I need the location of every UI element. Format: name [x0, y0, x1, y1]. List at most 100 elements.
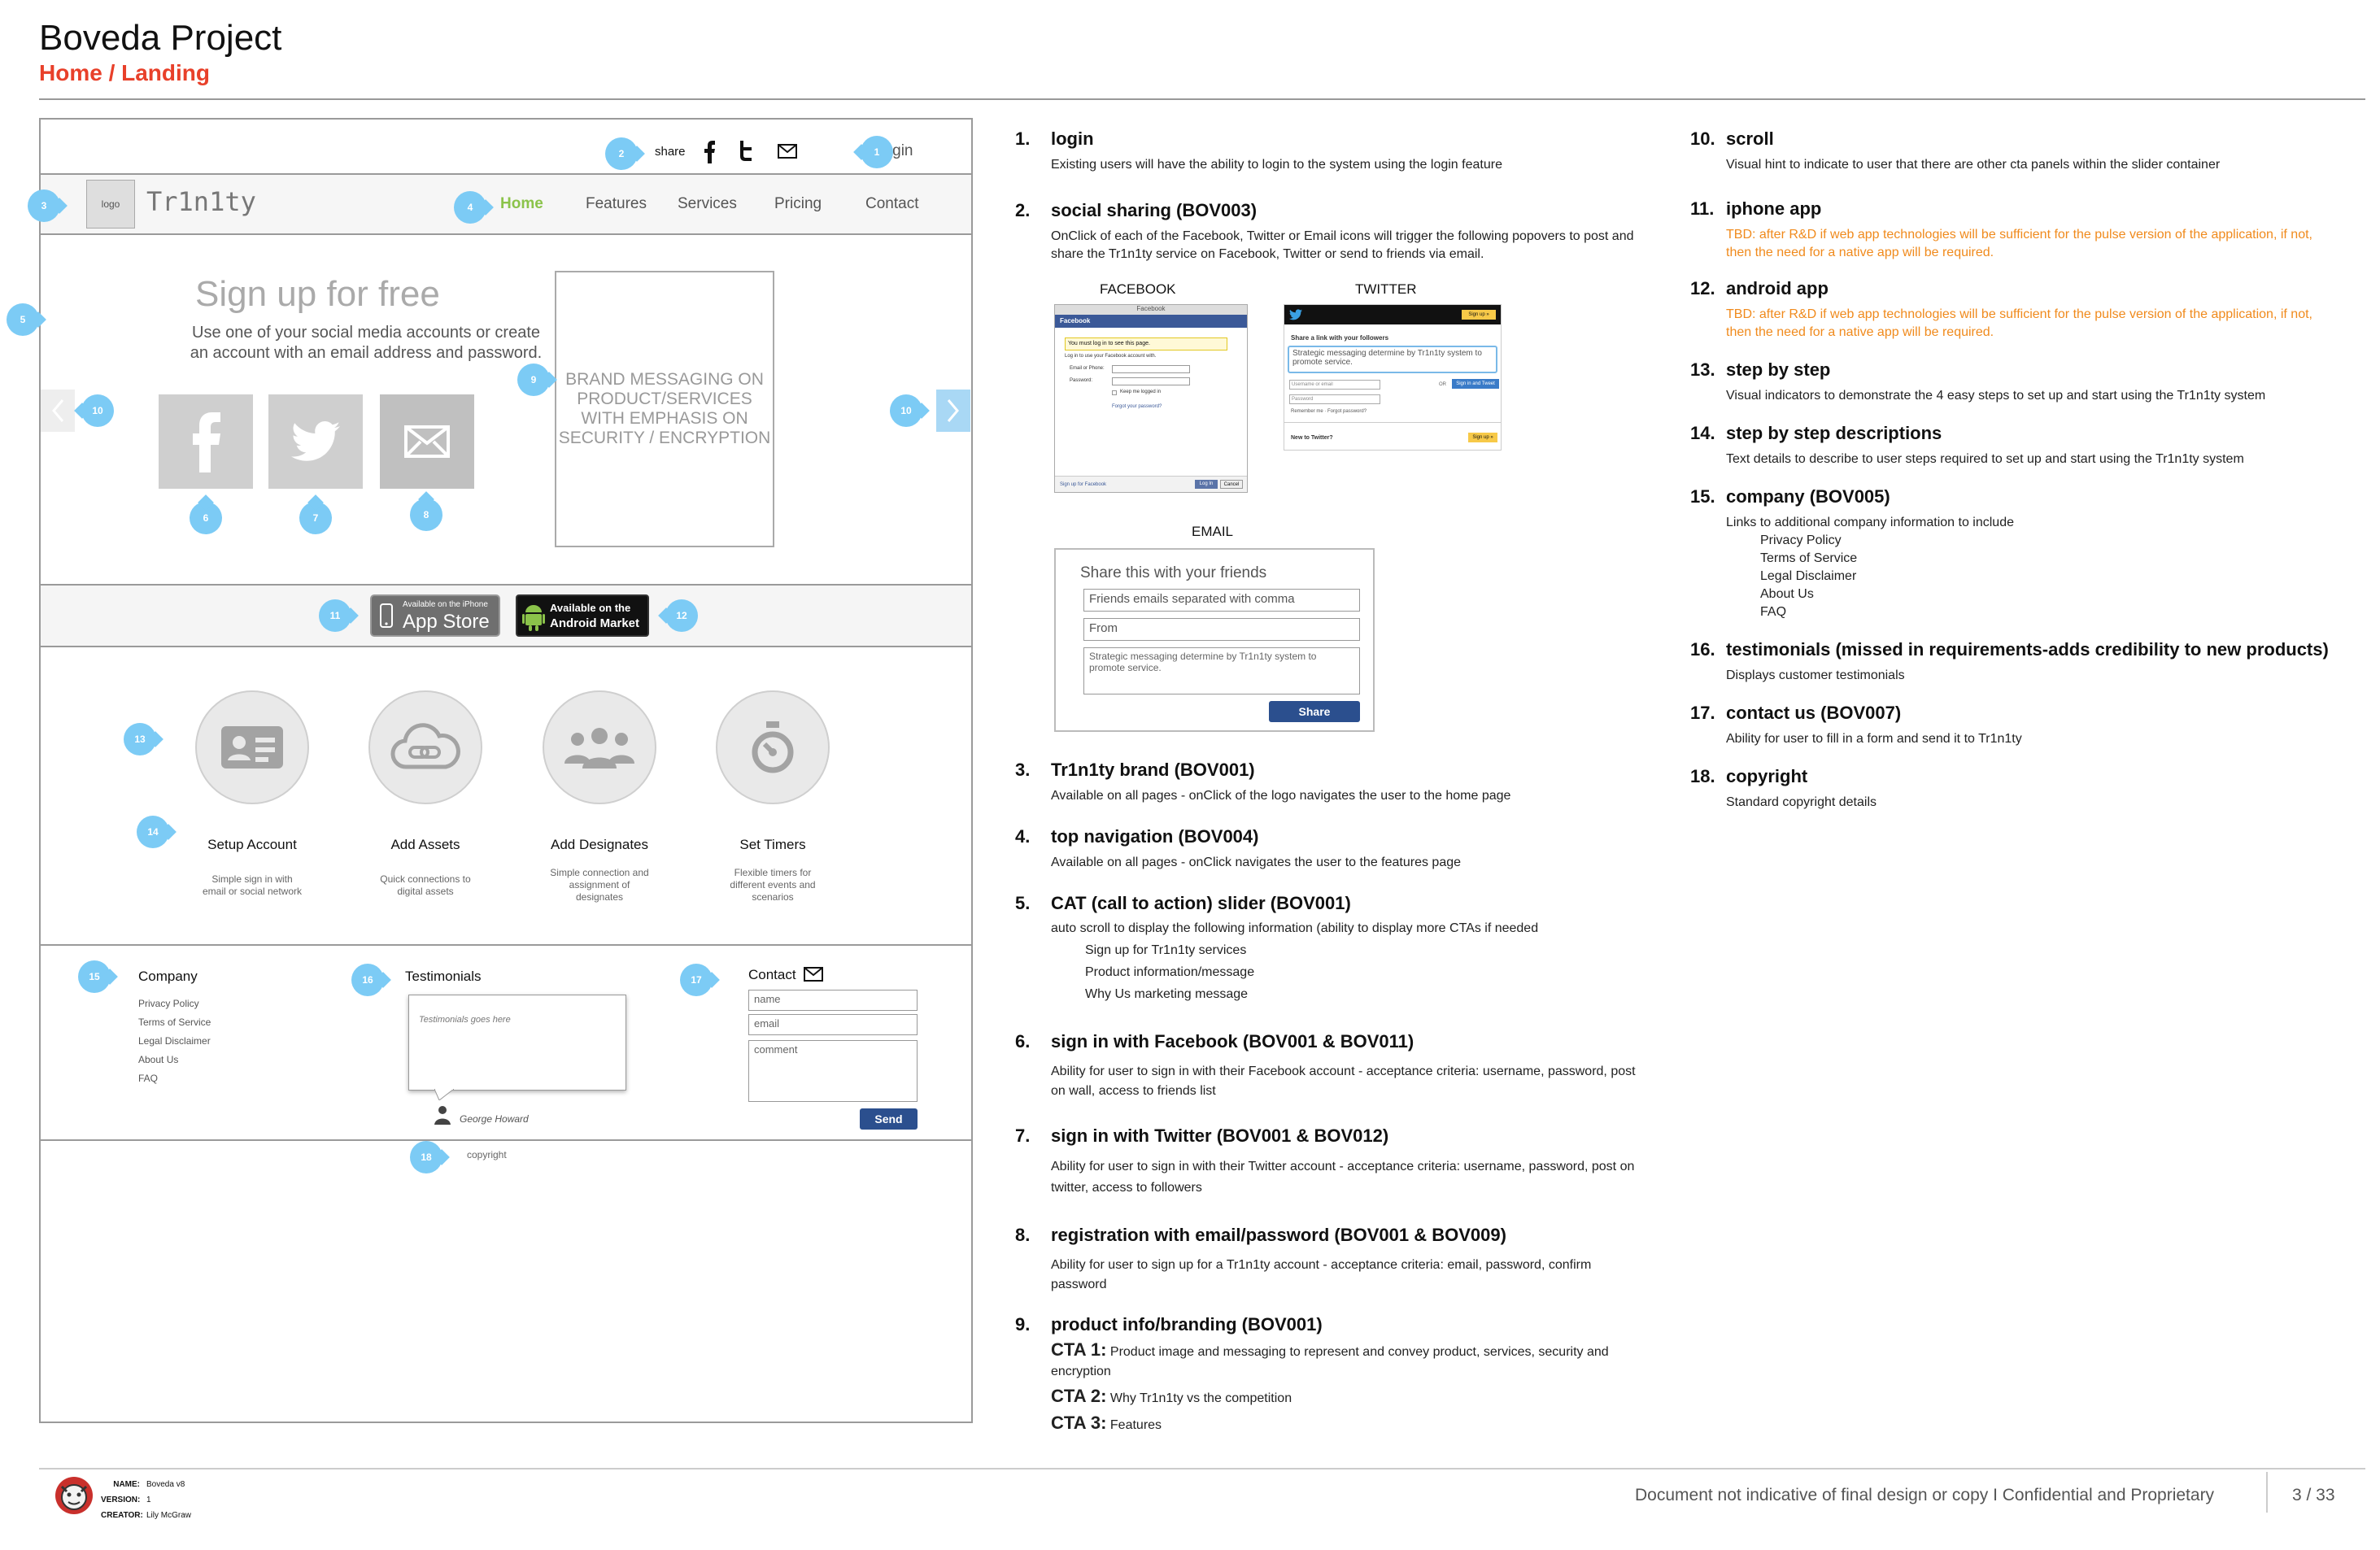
facebook-signin-button[interactable]	[159, 394, 253, 489]
send-button[interactable]: Send	[860, 1108, 918, 1130]
note-9: 9.product info/branding (BOV001) CTA 1: …	[1015, 1314, 1682, 1435]
add-designates-step	[543, 690, 656, 804]
fb-login-button[interactable]: Log In	[1195, 480, 1218, 489]
testimonial-placeholder: Testimonials goes here	[419, 1015, 511, 1025]
note-body-line: share the Tr1n1ty service on Facebook, T…	[1051, 247, 1484, 261]
note-body-line: TBD: after R&D if web app technologies w…	[1726, 307, 2312, 321]
note-15: 15.company (BOV005) Links to additional …	[1690, 486, 2357, 621]
callout-number: 16	[362, 974, 373, 986]
logo-placeholder[interactable]: logo	[86, 180, 135, 229]
android-small: Available on the	[550, 602, 631, 614]
tw-signup-button[interactable]: Sign up »	[1462, 310, 1496, 320]
envelope-icon	[404, 425, 450, 458]
callout-18: 18	[410, 1141, 442, 1173]
tw-signin-button[interactable]: Sign in and Tweet	[1452, 379, 1499, 389]
note-title: step by step descriptions	[1726, 423, 1942, 443]
signup-text-line: an account with an email address and pas…	[190, 344, 543, 362]
group-icon	[564, 728, 634, 768]
note-title: sign in with Twitter (BOV001 & BOV012)	[1051, 1125, 1389, 1146]
note-title: testimonials (missed in requirements-add…	[1726, 639, 2329, 660]
email-popover-title: Share this with your friends	[1080, 564, 1267, 581]
contact-email-input[interactable]: email	[748, 1014, 918, 1035]
callout-15: 15	[78, 960, 111, 993]
divider	[41, 944, 971, 946]
slider-next-button[interactable]	[936, 390, 970, 432]
email-friends-input[interactable]: Friends emails separated with comma	[1083, 589, 1360, 612]
terms-link[interactable]: Terms of Service	[138, 1017, 211, 1028]
fb-password-input[interactable]	[1112, 377, 1190, 385]
email-share-button[interactable]: Share	[1269, 701, 1360, 722]
bulldog-logo-icon	[55, 1477, 93, 1514]
twitter-signin-button[interactable]	[268, 394, 363, 489]
note-2: 2.social sharing (BOV003) OnClick of eac…	[1015, 200, 1682, 263]
faq-link[interactable]: FAQ	[138, 1073, 159, 1084]
callout-number: 8	[423, 509, 429, 520]
contact-name-input[interactable]: name	[748, 990, 918, 1011]
nav-home[interactable]: Home	[500, 195, 543, 212]
slider-prev-button[interactable]	[41, 390, 75, 432]
email-signup-button[interactable]	[380, 394, 474, 489]
note-body-line: then the need for a native app will be r…	[1726, 325, 1994, 339]
version-value: 1	[146, 1496, 151, 1504]
version-label: VERSION:	[101, 1496, 141, 1504]
note-5: 5.CAT (call to action) slider (BOV001) a…	[1015, 893, 1682, 1005]
nav-contact[interactable]: Contact	[865, 195, 919, 212]
tw-password-input[interactable]: Password	[1289, 394, 1380, 404]
fb-forgot-link[interactable]: Forgot your password?	[1112, 404, 1162, 409]
note-number: 6.	[1015, 1031, 1031, 1051]
legal-disclaimer-link[interactable]: Legal Disclaimer	[138, 1035, 211, 1047]
tw-signup-button-2[interactable]: Sign up »	[1468, 433, 1497, 442]
callout-number: 10	[92, 405, 103, 416]
signup-title: Sign up for free	[195, 274, 440, 314]
fb-cancel-button[interactable]: Cancel	[1220, 480, 1243, 489]
note-10: 10.scroll Visual hint to indicate to use…	[1690, 128, 2357, 174]
note-body-line: Available on all pages - onClick navigat…	[1051, 856, 1462, 869]
tw-message-input[interactable]: Strategic messaging determine by Tr1n1ty…	[1288, 346, 1497, 373]
email-share-icon[interactable]	[778, 144, 797, 159]
tw-remember[interactable]: Remember me · Forgot password?	[1291, 409, 1367, 414]
email-from-input[interactable]: From	[1083, 618, 1360, 641]
twitter-share-icon[interactable]	[737, 141, 755, 162]
feature-desc-line: designates	[575, 891, 624, 903]
fb-email-input[interactable]	[1112, 365, 1190, 373]
nav-features[interactable]: Features	[586, 195, 647, 212]
note-title: company (BOV005)	[1726, 486, 1890, 507]
callout-2: 2	[605, 137, 638, 170]
note-number: 5.	[1015, 893, 1031, 913]
facebook-share-icon[interactable]	[701, 141, 717, 163]
brand-box-line: WITH EMPHASIS ON	[581, 409, 748, 428]
fb-keep-checkbox[interactable]	[1112, 390, 1117, 395]
cta-text-cont: encryption	[1051, 1365, 1111, 1378]
about-us-link[interactable]: About Us	[138, 1054, 179, 1065]
brand-name[interactable]: Tr1n1ty	[146, 186, 256, 217]
note-sub-item: Terms of Service	[1760, 551, 1858, 565]
privacy-policy-link[interactable]: Privacy Policy	[138, 998, 199, 1009]
email-message-input[interactable]: Strategic messaging determine by Tr1n1ty…	[1083, 647, 1360, 694]
note-number: 1.	[1015, 128, 1031, 149]
chevron-left-icon	[52, 399, 64, 422]
brand-box-line: BRAND MESSAGING ON	[565, 370, 764, 389]
nav-services[interactable]: Services	[678, 195, 737, 212]
nav-pricing[interactable]: Pricing	[774, 195, 822, 212]
note-number: 2.	[1015, 200, 1031, 220]
creator-value: Lily McGraw	[146, 1511, 192, 1520]
fb-signup-link[interactable]: Sign up for Facebook	[1060, 482, 1107, 487]
brand-box-line: PRODUCT/SERVICES	[577, 390, 752, 408]
divider	[41, 233, 971, 235]
facebook-popover-label: FACEBOOK	[1100, 281, 1176, 297]
note-body-line: twitter, access to followers	[1051, 1181, 1202, 1195]
android-market-badge[interactable]: Available on the Android Market	[516, 594, 649, 637]
note-title: CAT (call to action) slider (BOV001)	[1051, 893, 1351, 913]
fb-email-label: Email or Phone:	[1070, 366, 1105, 371]
contact-comment-input[interactable]: comment	[748, 1040, 918, 1102]
page-number: 3 / 33	[2292, 1486, 2335, 1504]
feature-title: Add Assets	[390, 837, 460, 852]
tw-username-input[interactable]: Username or email	[1289, 380, 1380, 390]
note-sub-item: Sign up for Tr1n1ty services	[1085, 943, 1247, 957]
callout-number: 17	[691, 974, 702, 986]
app-store-badge[interactable]: Available on the iPhone App Store	[370, 594, 500, 637]
user-icon	[434, 1106, 451, 1125]
contact-title: Contact	[748, 967, 796, 982]
